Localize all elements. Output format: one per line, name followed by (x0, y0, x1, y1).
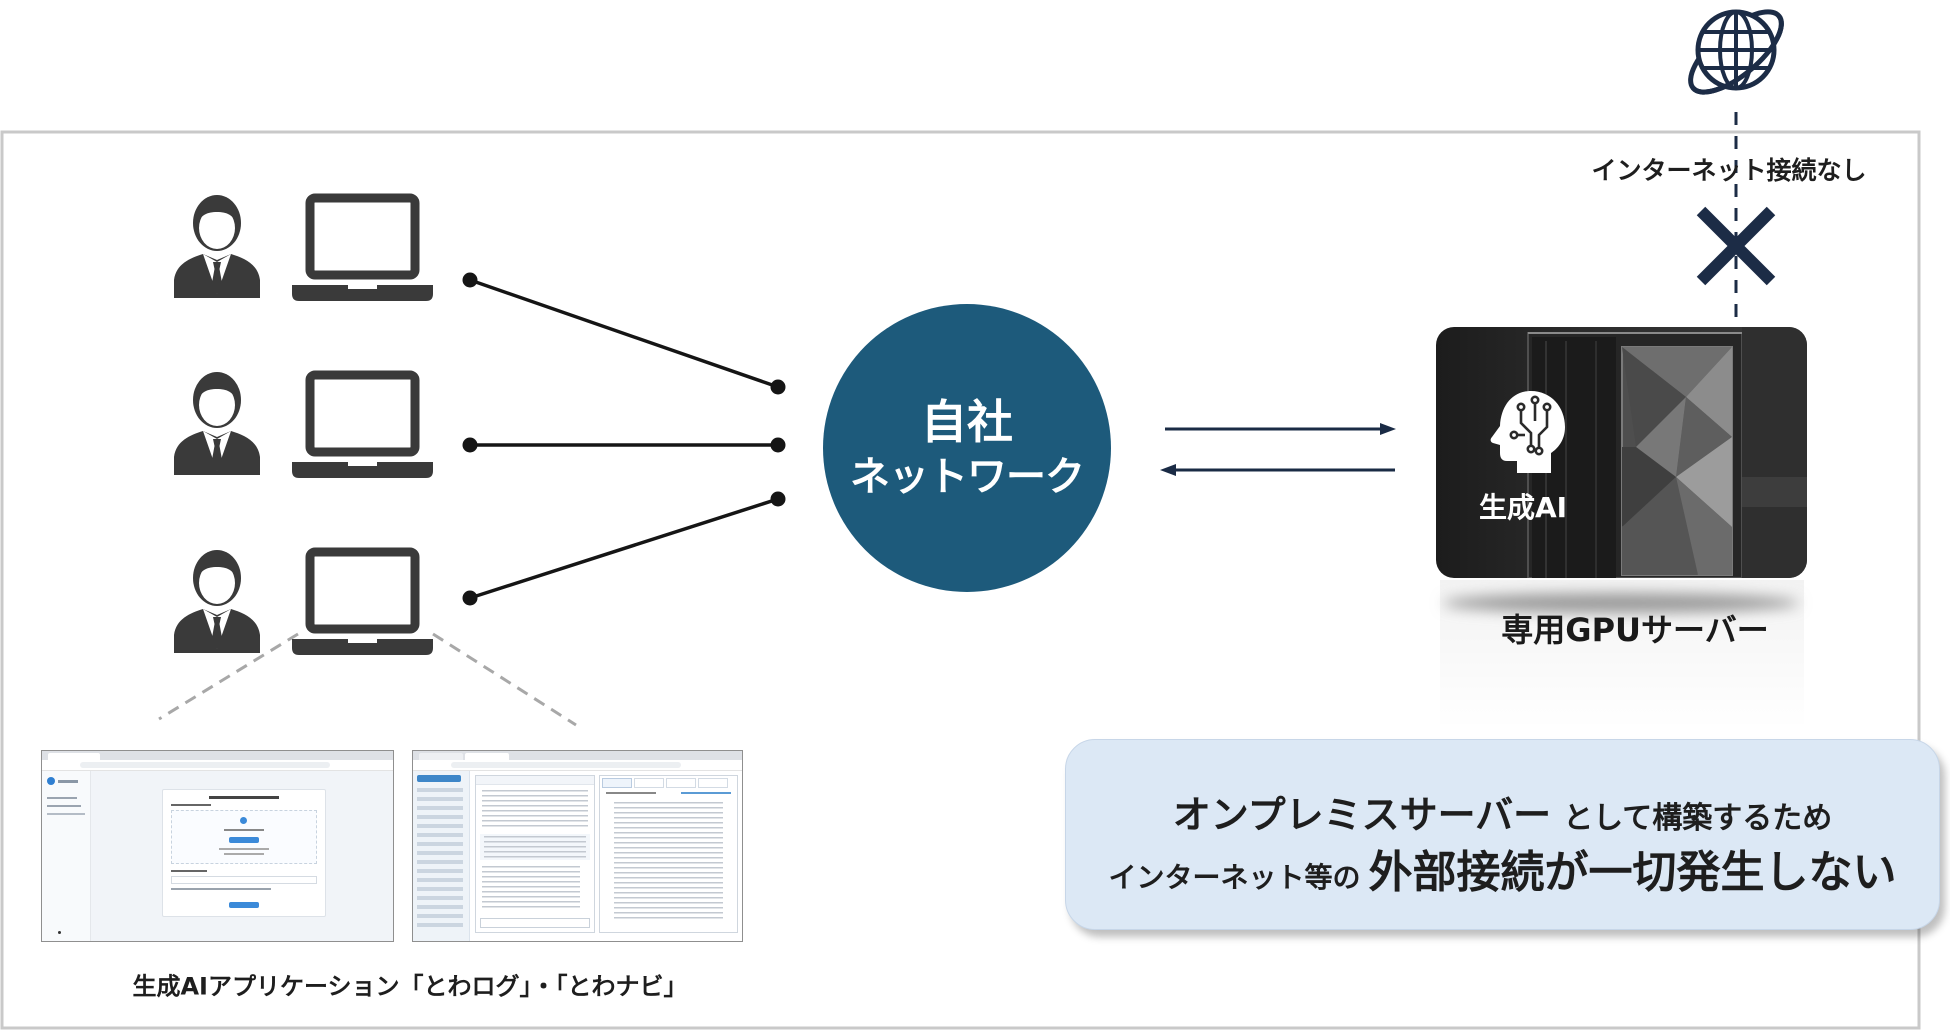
outer-frame (0, 130, 1921, 1030)
generative-ai-label: 生成AI (1478, 491, 1568, 524)
connection-dot (462, 272, 478, 288)
upload-icon (240, 817, 247, 824)
connection-dot (462, 437, 478, 453)
apps-caption: 生成AIアプリケーション「とわログ」・「とわナビ」 (132, 972, 688, 1001)
connection-dot (770, 379, 786, 395)
connection-line-3 (469, 497, 779, 600)
create-minutes-button (229, 902, 259, 908)
browser-address-bar (42, 760, 393, 771)
browser-tab-bar (413, 751, 742, 760)
file-drop-zone (171, 810, 317, 864)
callout-line2: インターネット等の外部接続が一切発生しない (1066, 836, 1939, 900)
gpu-server-image (1436, 327, 1807, 578)
network-label-line1: 自社 (921, 394, 1013, 449)
app-screenshot-right (412, 750, 743, 942)
user-icon-2 (174, 372, 260, 475)
upload-card (162, 789, 326, 917)
chat-input (480, 918, 590, 928)
connection-line-1 (469, 278, 779, 389)
onpremise-callout: オンプレミスサーバーとして構築するため インターネット等の外部接続が一切発生しな… (1065, 739, 1940, 930)
chat-history-list (417, 788, 463, 927)
connection-dot (770, 437, 786, 453)
connection-dot (770, 491, 786, 507)
callout-line1: オンプレミスサーバーとして構築するため (1066, 784, 1939, 839)
callout-no-external-text: 外部接続が一切発生しない (1368, 847, 1897, 898)
chat-panel (475, 775, 595, 933)
app-sidebar (42, 771, 91, 941)
x-mark-icon (1696, 206, 1776, 286)
app-logo-icon (47, 777, 55, 785)
callout-onpremise-text: オンプレミスサーバー (1172, 793, 1552, 837)
laptop-icon-3 (292, 547, 433, 655)
arrow-to-server (1165, 423, 1396, 435)
callout-internet-text: インターネット等の (1108, 861, 1361, 894)
laptop-icon-1 (292, 193, 433, 301)
document-panel (599, 775, 738, 933)
browser-tab-bar (42, 751, 393, 760)
company-network-node: 自社 ネットワーク (823, 304, 1111, 592)
browser-address-bar (413, 760, 742, 771)
user-icon-3 (174, 550, 260, 653)
globe-icon (1688, 9, 1784, 95)
network-label-line2: ネットワーク (850, 453, 1085, 500)
chat-sidebar (413, 771, 470, 941)
connection-dot (462, 590, 478, 606)
laptop-icon-2 (292, 370, 433, 478)
new-chat-button (417, 775, 461, 782)
user-icon-1 (174, 195, 260, 298)
no-internet-label: インターネット接続なし (1591, 156, 1867, 185)
server-shadow (1443, 593, 1799, 613)
gpu-server-label: 専用GPUサーバー (1501, 611, 1769, 649)
callout-build-text: として構築するため (1563, 801, 1833, 836)
arrow-to-network (1160, 464, 1395, 476)
zoom-guide-right (432, 632, 577, 727)
ai-head-icon (1490, 391, 1565, 473)
app-screenshot-left (41, 750, 394, 942)
zoom-guide-left (158, 632, 299, 721)
